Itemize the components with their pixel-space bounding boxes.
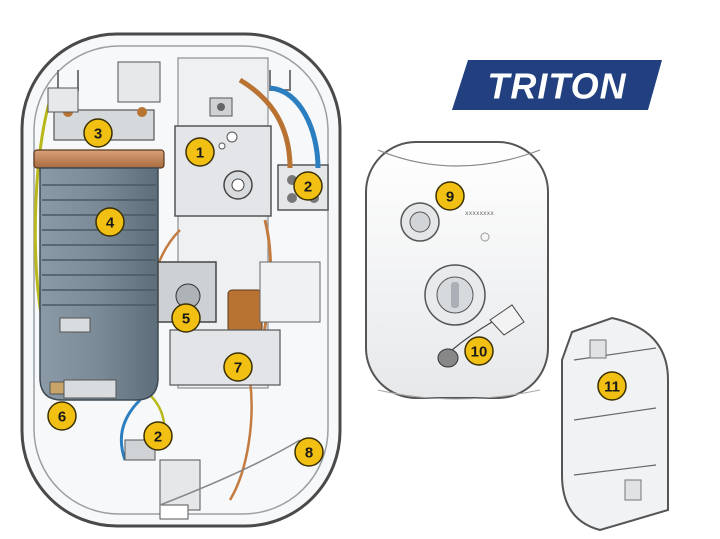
callout-2: 2 [293,171,323,201]
callout-circle [95,207,125,237]
callout-circle [435,181,465,211]
callout-circle [223,352,253,382]
rear-cover [561,316,669,532]
callout-10: 10 [464,336,494,366]
callout-circle [143,421,173,451]
callout-circle [83,118,113,148]
callout-circle [597,371,627,401]
callout-1: 1 [185,137,215,167]
callout-markers: 1 2 3 4 5 6 2 7 8 9 10 11 [47,118,627,467]
callout-number: 11 [604,379,620,396]
callout-number: 2 [304,179,312,196]
callout-circle [47,401,77,431]
callout-number: 2 [154,429,162,446]
callout-11: 11 [597,371,627,401]
callout-2-lower: 2 [143,421,173,451]
triton-logo: TRITON [452,60,662,110]
pressure-switch-block [174,97,272,217]
callout-number: 3 [94,126,102,143]
brand-text: TRITON [487,66,626,107]
callout-number: 7 [234,360,242,377]
callout-8: 8 [294,437,324,467]
heater-tank [33,149,165,401]
callout-number: 10 [471,344,488,361]
callout-number: 4 [106,215,115,232]
callout-number: 9 [446,189,454,206]
callout-circle [185,137,215,167]
callout-4: 4 [95,207,125,237]
callout-9: 9 [435,181,465,211]
callout-circle [293,171,323,201]
callout-number: 6 [58,409,66,426]
cover-serial-text: xxxxxxxx [465,210,494,217]
cover-bottom-edge [159,439,301,506]
front-cover: xxxxxxxx [365,141,549,400]
callout-3: 3 [83,118,113,148]
callout-7: 7 [223,352,253,382]
callout-number: 8 [305,445,313,462]
inlet-hose-connector [49,317,117,399]
callout-5: 5 [171,303,201,333]
callout-6: 6 [47,401,77,431]
callout-number: 1 [196,145,204,162]
callout-circle [294,437,324,467]
stabiliser-valve [157,261,321,386]
callout-circle [171,303,201,333]
callout-number: 5 [182,311,190,328]
callout-circle [464,336,494,366]
